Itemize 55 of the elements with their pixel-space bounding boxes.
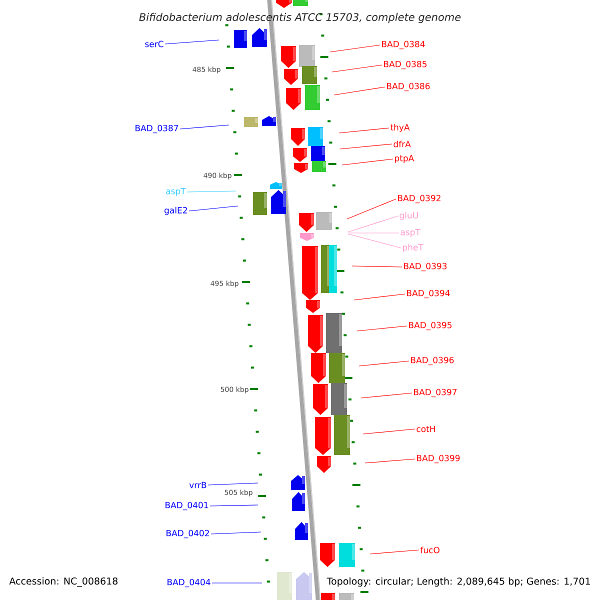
gene-label: serC [145, 40, 164, 48]
gene-label: dfrA [394, 140, 411, 148]
gene-label: BAD_0404 [168, 578, 210, 588]
gene-label: pheT [402, 244, 424, 252]
gene-label: aspT [400, 229, 420, 237]
leader-line [348, 232, 400, 234]
leader-line [346, 198, 396, 220]
title: Bifidobacterium adolescentis ATCC 15703, complete genome [139, 12, 461, 24]
leader-line [364, 458, 416, 464]
gene-label: fucO [420, 546, 440, 554]
gene-label: BAD_0394 [407, 290, 450, 298]
leader-line [164, 40, 220, 44]
leader-line [332, 64, 382, 72]
leader-line [210, 504, 258, 506]
leader-line [348, 216, 398, 232]
gene-label: BAD_0399 [417, 454, 460, 464]
leader-line [358, 360, 410, 366]
leader-line [354, 294, 406, 300]
leader-line [356, 326, 408, 332]
leader-line [338, 128, 390, 134]
gene-label: gluU [400, 212, 418, 220]
accession-text: Accession: NC_008618 [9, 577, 118, 587]
leader-line [330, 44, 380, 52]
gene-label: BAD_0401 [166, 502, 208, 510]
gene-label: BAD_0393 [404, 262, 447, 272]
leader-line [180, 124, 230, 130]
leader-line [334, 86, 386, 96]
leader-line [340, 144, 392, 150]
genome-info-text: Topology: circular; Length: 2,089,645 bp; Genes: 1,701 [326, 577, 590, 587]
gene-label: BAD_0392 [398, 194, 440, 204]
gene-label: ptpA [394, 155, 414, 163]
gene-label: galE2 [164, 206, 187, 216]
gene-label: BAD_0395 [409, 322, 452, 330]
gene-label: thyA [390, 124, 410, 132]
gene-label: BAD_0396 [411, 356, 454, 366]
leader-line [186, 190, 236, 192]
gene-label: BAD_0384 [382, 40, 425, 50]
leader-line [362, 428, 416, 434]
leader-line [348, 234, 402, 248]
leader-line [188, 206, 238, 212]
leader-line [352, 266, 402, 268]
gene-label: BAD_0402 [166, 530, 209, 538]
gene-label: BAD_0387 [136, 124, 178, 134]
leader-line [210, 532, 262, 534]
leader-line [208, 482, 258, 486]
gene-label: aspT [166, 188, 186, 196]
gene-label: BAD_0386 [387, 82, 430, 92]
leader-line [360, 392, 412, 398]
gene-label: vrrB [189, 482, 206, 488]
gene-label: BAD_0397 [414, 388, 457, 398]
leader-line [342, 158, 394, 166]
leader-line [370, 550, 420, 554]
gene-label: cotH [416, 426, 435, 432]
leader-line [212, 582, 262, 584]
gene-label: BAD_0385 [384, 60, 427, 70]
